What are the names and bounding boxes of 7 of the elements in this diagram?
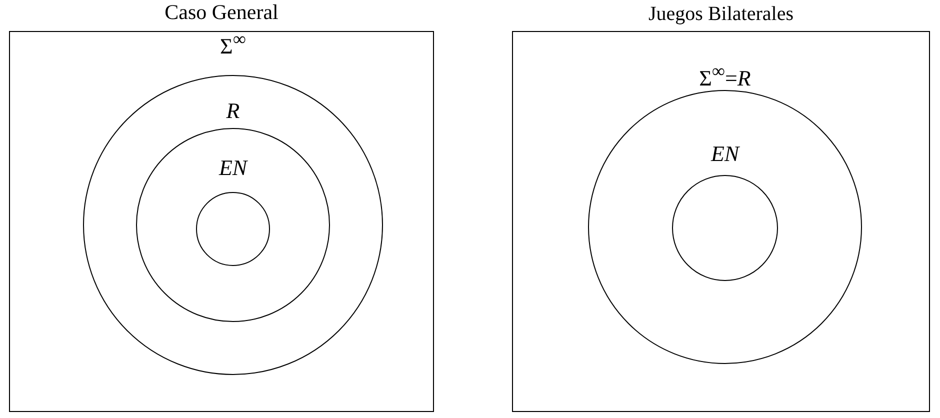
set-label: EN xyxy=(710,143,740,165)
set-label: R xyxy=(226,100,240,122)
set-label: Σ$^{∞}$=R xyxy=(699,62,751,90)
panel-title: Caso General xyxy=(164,2,278,23)
set-label: Σ$^{∞}$ xyxy=(220,30,246,58)
set-label: EN xyxy=(218,157,248,179)
panel-title: Juegos Bilaterales xyxy=(648,4,794,24)
